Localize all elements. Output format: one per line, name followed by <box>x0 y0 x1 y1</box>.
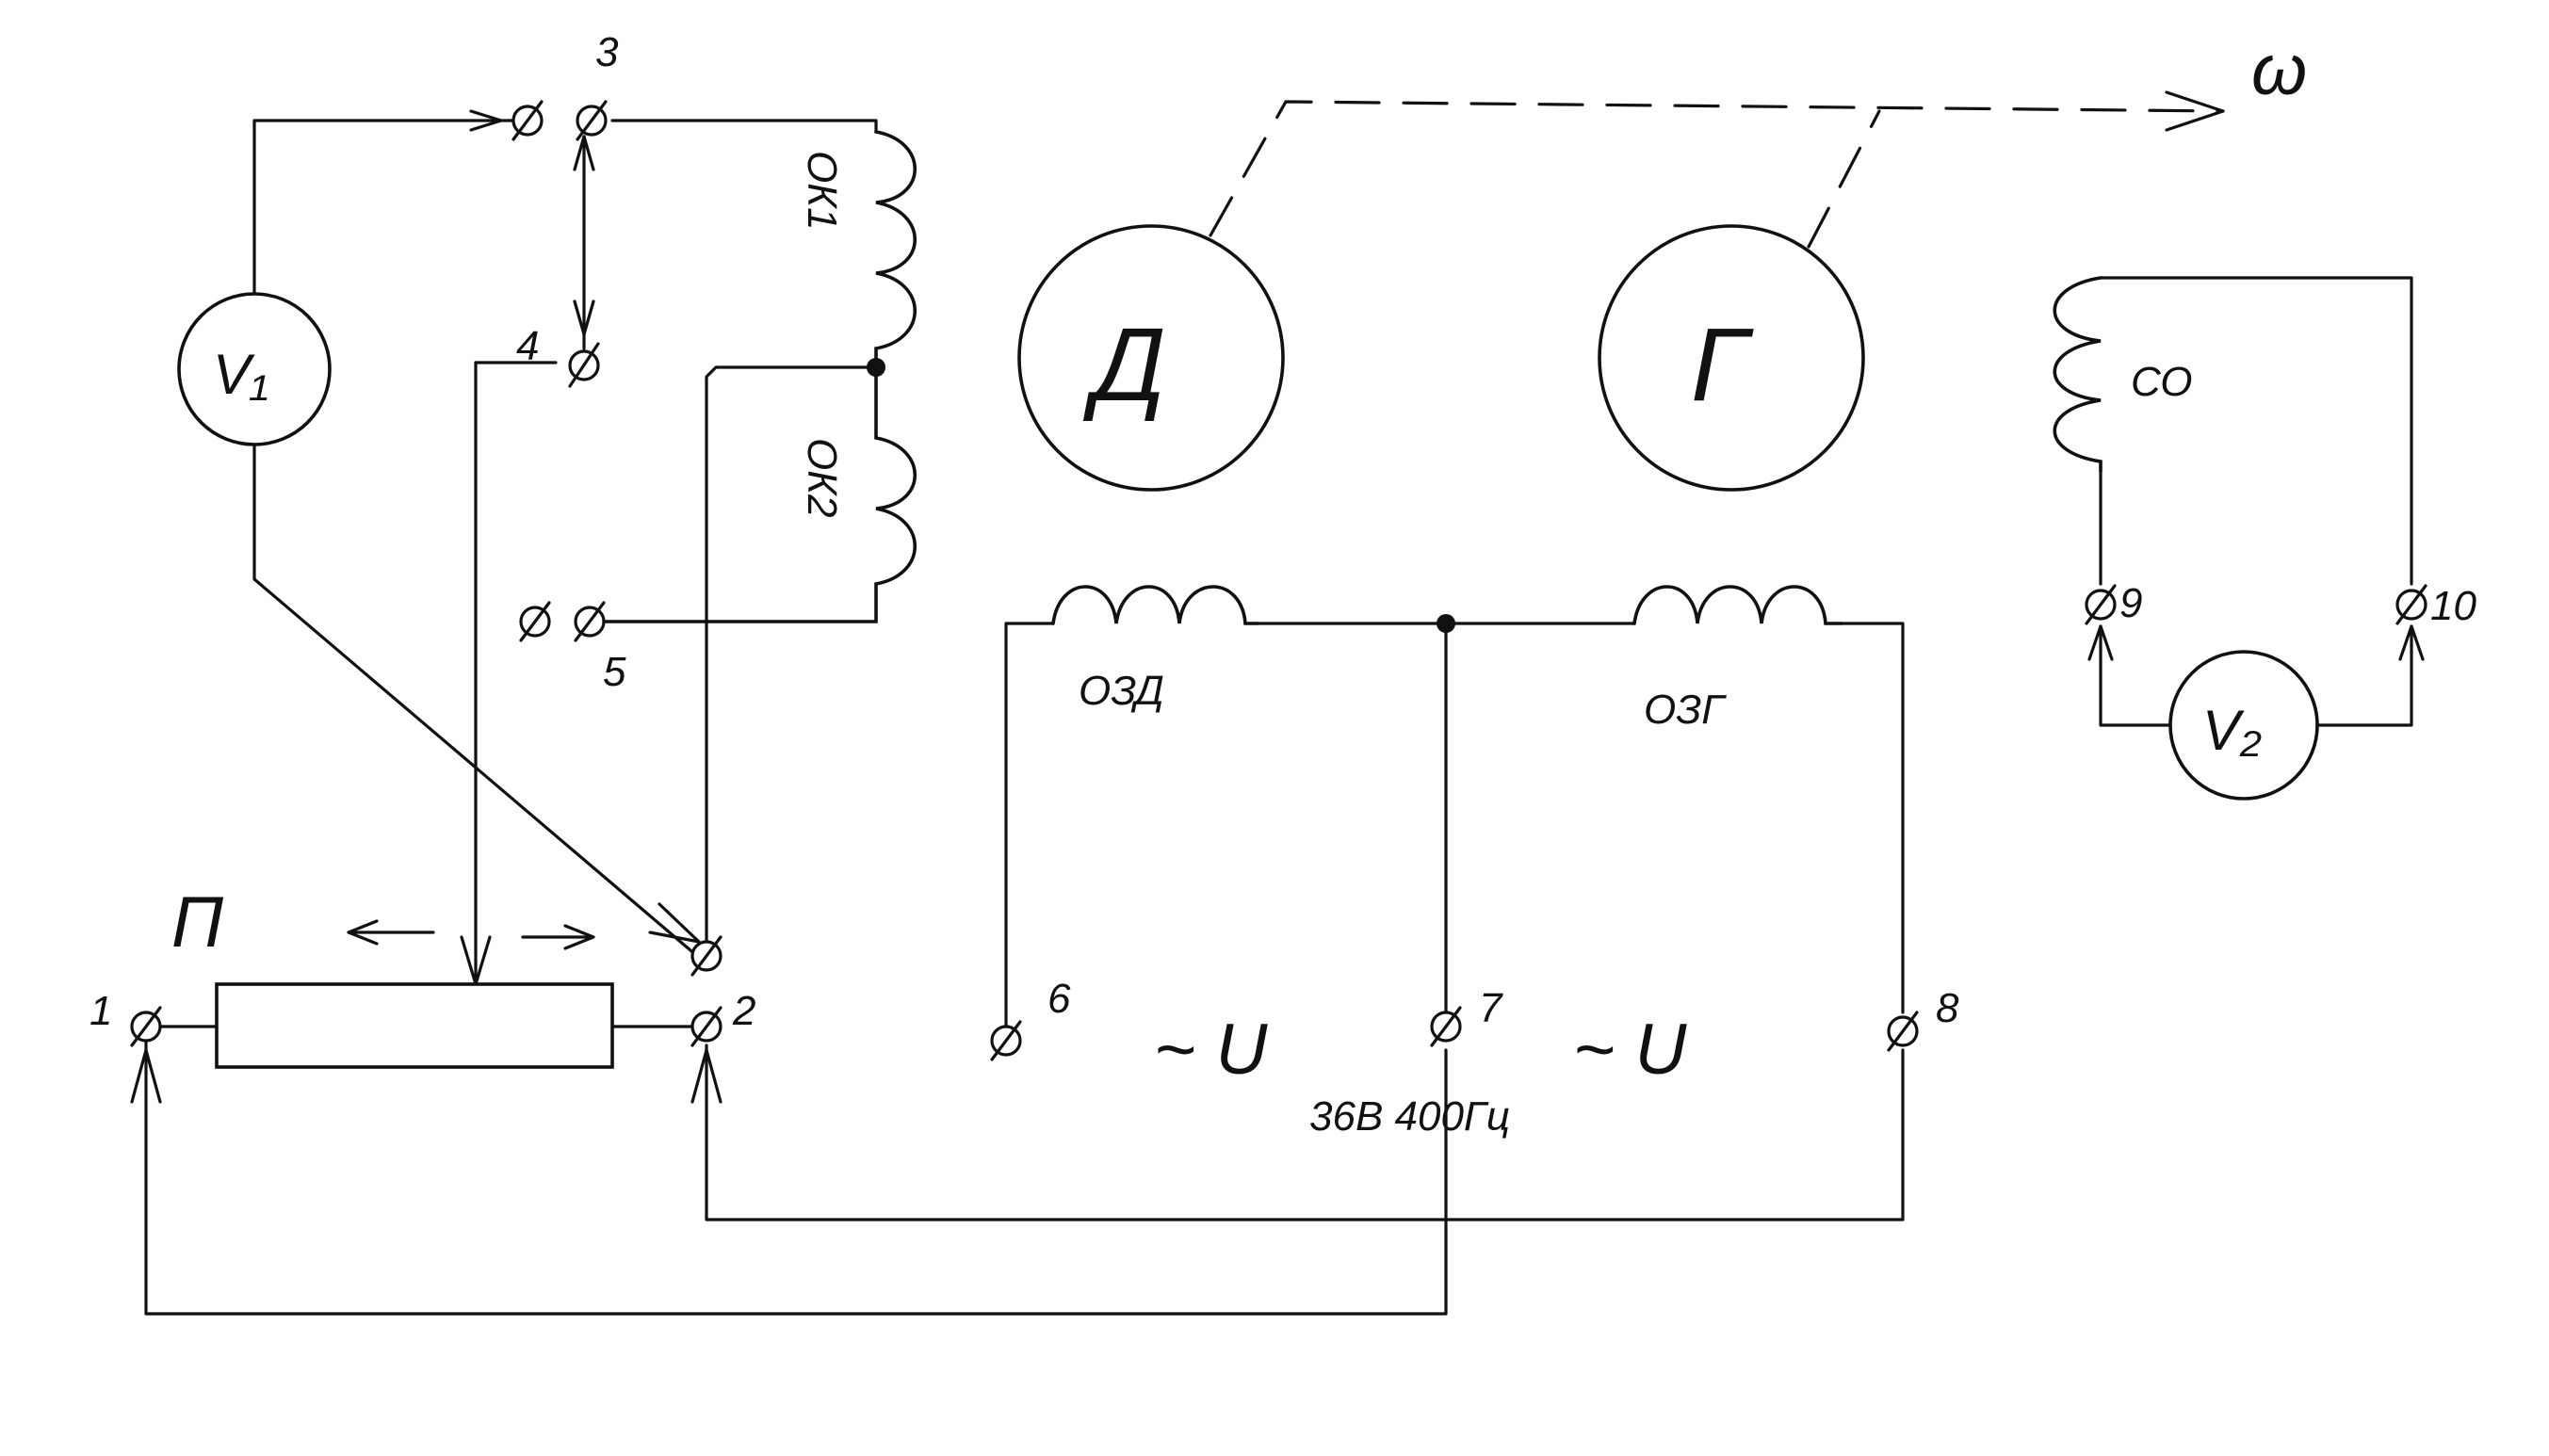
ac-right-label: ~ U <box>1573 1010 1687 1090</box>
supply-label: 36В 400Гц <box>1309 1093 1510 1140</box>
terminal-9 <box>2085 584 2117 625</box>
terminals <box>130 100 2427 1061</box>
terminal-10 <box>2395 584 2427 625</box>
coil-ozd-shape <box>1051 585 1259 625</box>
potentiometer-body <box>215 982 614 1069</box>
shaft-gen <box>1807 109 1881 249</box>
terminal-10-label: 10 <box>2430 583 2476 629</box>
arrow-top <box>469 109 503 132</box>
coil-ok2-label: ОК2 <box>799 438 845 518</box>
right-circuit: V₂ <box>2053 276 2425 801</box>
coil-ok2-shape <box>601 365 917 623</box>
v1-label: V₁ <box>213 343 268 406</box>
coil-ozg-shape <box>1632 585 1843 625</box>
arrow-t10 <box>2398 624 2425 661</box>
machines: Д Г ω <box>1017 30 2307 492</box>
wire-ozg-t8 <box>1840 622 1905 1014</box>
terminal-8-label: 8 <box>1936 985 1959 1031</box>
coil-ok1-label: ОК1 <box>799 151 845 231</box>
arrow-4-down <box>573 299 595 336</box>
v1-circle <box>177 292 332 446</box>
coil-so-label: СО <box>2131 359 2193 405</box>
terminal-2 <box>690 1006 722 1047</box>
terminal-2-upper <box>690 935 722 977</box>
voltmeter-v1: V₁ <box>177 292 332 446</box>
v2-circle <box>2168 650 2319 801</box>
terminal-5-label: 5 <box>603 649 626 695</box>
terminal-3 <box>511 100 608 141</box>
slider-move-left <box>347 919 435 946</box>
arrow-t1 <box>130 1048 162 1104</box>
wire-v1-top <box>252 119 878 313</box>
left-circuit <box>130 109 1905 1316</box>
terminal-6-label: 6 <box>1047 976 1071 1022</box>
coil-so-shape <box>2053 276 2103 473</box>
terminal-2-label: 2 <box>732 988 755 1034</box>
terminal-7-label: 7 <box>1479 985 1503 1031</box>
coil-ozg-label: ОЗГ <box>1644 687 1727 733</box>
wire-so-top <box>2099 276 2413 586</box>
coil-ok1-shape <box>874 130 917 369</box>
potentiometer-label: П <box>171 882 224 963</box>
omega-label: ω <box>2251 30 2307 110</box>
terminal-1-label: 1 <box>89 988 112 1034</box>
generator-circle <box>1598 224 1865 492</box>
wire-v2-t10 <box>2315 624 2413 727</box>
terminal-8 <box>1887 1011 1919 1052</box>
shaft-coupling <box>1209 100 2225 237</box>
ac-left-label: ~ U <box>1154 1010 1268 1090</box>
terminal-9-label: 9 <box>2119 580 2142 626</box>
field-coils <box>1004 585 1905 1033</box>
wire-v1-bottom <box>252 427 699 958</box>
motor-circle <box>1017 224 1285 492</box>
terminal-3-label: 3 <box>595 29 619 75</box>
generator-label: Г <box>1691 307 1754 423</box>
wire-return-1-7 <box>144 1034 1448 1316</box>
coil-ozd-label: ОЗД <box>1079 668 1164 714</box>
shaft-arrow <box>2165 90 2225 132</box>
labels: 3 4 5 1 2 6 7 8 9 10 ОК1 ОК2 ОЗД ОЗГ СО … <box>89 29 2476 1140</box>
terminal-4 <box>568 342 600 388</box>
motor-label: Д <box>1082 307 1165 423</box>
terminal-7 <box>1430 1006 1462 1047</box>
wire-bus-2-8 <box>705 1043 1905 1221</box>
wire-t9-v2 <box>2099 624 2173 727</box>
v2-label: V₂ <box>2202 699 2262 762</box>
arrow-t9 <box>2087 624 2114 661</box>
wire-junction-t2 <box>705 365 878 948</box>
arrow-t2 <box>690 1048 722 1104</box>
wire-t6-ozd <box>1004 622 1055 1033</box>
slider-move-right <box>521 924 595 950</box>
terminal-5 <box>519 601 606 642</box>
terminal-4-label: 4 <box>516 323 539 369</box>
arrow-3-up <box>573 135 595 171</box>
terminal-6 <box>990 1020 1022 1061</box>
terminal-1 <box>130 1006 162 1047</box>
arrow-to-t2 <box>648 902 701 944</box>
wire-4-slider <box>474 361 558 986</box>
